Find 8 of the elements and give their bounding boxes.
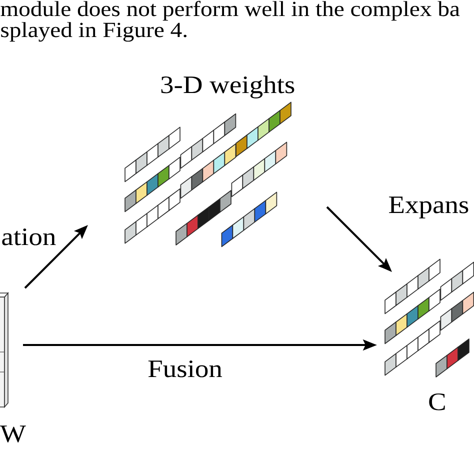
node-label: C <box>429 393 445 410</box>
node-label: 3-D weights <box>161 76 294 98</box>
edge-label: ation <box>0 227 58 246</box>
edge-label: Fusion <box>146 359 224 378</box>
node-label: W <box>0 426 26 442</box>
body-text: module does not perform well in the complex ba <box>0 0 460 21</box>
body-text: splayed in Figure 4. <box>1 22 186 42</box>
edge-label: Expans <box>387 196 470 220</box>
